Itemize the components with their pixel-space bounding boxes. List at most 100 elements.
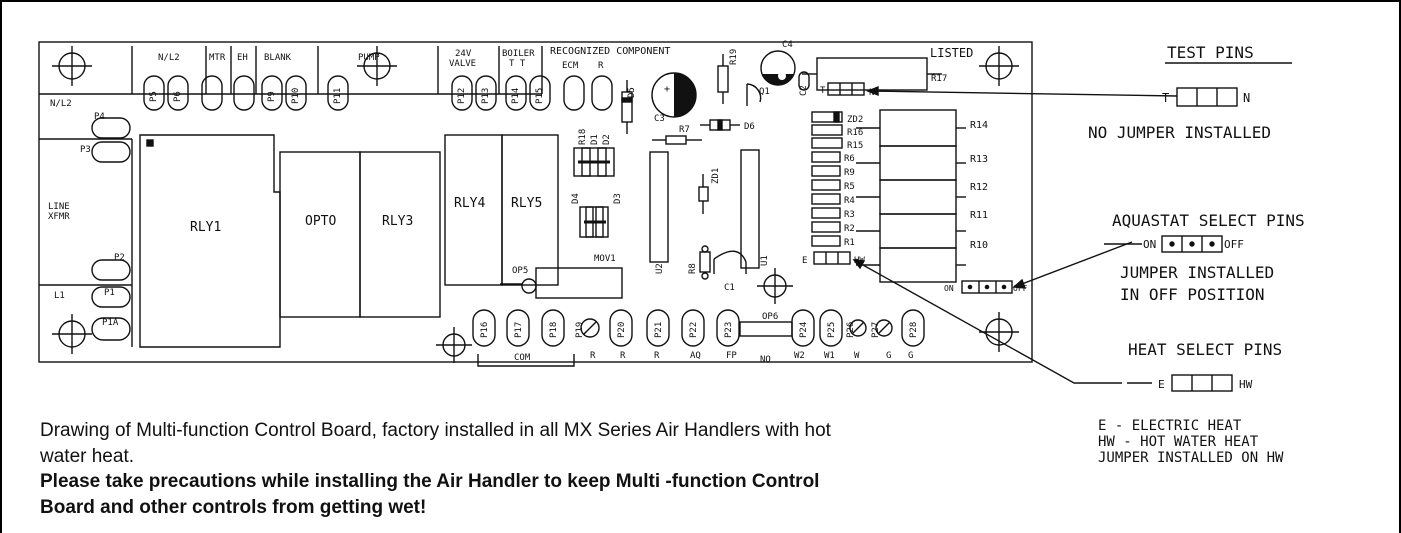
com-bracket (477, 354, 575, 367)
pin-p20: P20 (617, 322, 627, 338)
legend-aq-on: ON (1143, 238, 1156, 251)
relay-rly1 (139, 134, 281, 348)
label-xfmr: XFMR (48, 212, 70, 222)
ic-u2 (649, 151, 669, 263)
heat-select-title: HEAT SELECT PINS (1128, 340, 1282, 359)
pin-p10: P10 (291, 88, 301, 104)
label-r6: R6 (844, 154, 855, 164)
mounting-hole-icon (979, 312, 1019, 352)
note-jumper-hw: JUMPER INSTALLED ON HW (1098, 450, 1284, 466)
label-rly1: RLY1 (190, 220, 221, 235)
label-rly5: RLY5 (511, 196, 542, 211)
label-c4: C4 (782, 40, 793, 50)
pin-p9: P9 (267, 91, 277, 102)
label-q1: Q1 (759, 87, 770, 97)
label-d4: D4 (571, 193, 581, 204)
legend-aquastat-pins (1161, 235, 1223, 253)
label-r16: R16 (847, 128, 863, 138)
capacitor-c3 (651, 72, 697, 118)
resistor-r8 (699, 251, 711, 273)
label-zd1: ZD1 (711, 168, 721, 184)
label-mov1: MOV1 (594, 254, 616, 264)
mounting-hole-icon (52, 46, 92, 86)
pin-p18: P18 (549, 322, 559, 338)
board-aquastat-pins (961, 280, 1013, 294)
relay-opto (279, 151, 361, 318)
label-r18: R18 (578, 129, 588, 145)
caption-warning: Please take precautions while installing… (40, 471, 820, 518)
label-p1: P1 (104, 288, 115, 298)
label-p1a: P1A (102, 318, 119, 328)
label-c1: C1 (724, 283, 735, 293)
diode-pair-d3-d4 (579, 206, 609, 238)
term-r1: R (590, 351, 596, 361)
hdr-valve-1: 24V (455, 49, 472, 59)
no-jumper-label: NO JUMPER INSTALLED (1088, 123, 1271, 142)
label-r1: R1 (844, 238, 855, 248)
jumper-off-line-1: JUMPER INSTALLED (1120, 263, 1274, 282)
board-heat-select-pins (813, 251, 851, 265)
label-d3: D3 (613, 193, 623, 204)
jumper-off-line-2: IN OFF POSITION (1120, 285, 1265, 304)
pin-p16: P16 (480, 322, 490, 338)
label-r19: R19 (729, 49, 739, 65)
hdr-mtr: MTR (209, 53, 226, 63)
hdr-r: R (598, 61, 604, 71)
capacitor-c2 (798, 71, 810, 91)
board-pin-on: ON (944, 284, 954, 293)
recognized-component-label: RECOGNIZED COMPONENT (550, 46, 670, 57)
note-electric-heat: E - ELECTRIC HEAT (1098, 418, 1242, 434)
mounting-hole-icon (757, 268, 793, 304)
top-connector-pins (143, 75, 613, 111)
zener-zd1 (698, 186, 709, 202)
hdr-tt: T T (509, 59, 526, 69)
label-r8: R8 (688, 263, 698, 274)
aquastat-title: AQUASTAT SELECT PINS (1112, 211, 1305, 230)
pin-p11: P11 (333, 88, 343, 104)
label-p2: P2 (114, 253, 125, 263)
pin-p19: P19 (575, 322, 585, 338)
pin-p6: P6 (173, 91, 183, 102)
hdr-ecm: ECM (562, 61, 579, 71)
capacitor-c4 (760, 50, 796, 86)
label-op5: OP5 (512, 266, 528, 276)
mounting-hole-icon (52, 314, 92, 354)
caption-description: Drawing of Multi-function Control Board,… (40, 420, 831, 467)
op5 (521, 278, 537, 294)
label-d2: D2 (602, 134, 612, 145)
board-pin-e: E (802, 256, 807, 266)
board-test-pins (827, 82, 865, 96)
board-pin-off: OFF (1013, 284, 1028, 293)
pin-p12: P12 (457, 88, 467, 104)
pin-p27: P27 (871, 322, 881, 338)
hdr-eh: EH (237, 53, 248, 63)
legend-heat-hw: HW (1239, 378, 1253, 391)
label-op6: OP6 (762, 312, 778, 322)
label-r9: R9 (844, 168, 855, 178)
label-r17: R17 (931, 74, 947, 84)
label-l1: L1 (54, 291, 65, 301)
left-connector-pins (91, 117, 131, 341)
legend-heat-pins (1171, 374, 1233, 392)
term-fp: FP (726, 351, 737, 361)
diode-pair-d1-d2 (573, 147, 615, 177)
label-r7: R7 (679, 125, 690, 135)
term-w1: W1 (824, 351, 835, 361)
label-r5: R5 (844, 182, 855, 192)
label-r4: R4 (844, 196, 855, 206)
label-line: LINE (48, 202, 70, 212)
label-rly4: RLY4 (454, 196, 485, 211)
pin-p25: P25 (827, 322, 837, 338)
label-r3: R3 (844, 210, 855, 220)
pin-p17: P17 (514, 322, 524, 338)
label-d6: D6 (744, 122, 755, 132)
label-d1: D1 (590, 134, 600, 145)
transistor-q1 (746, 83, 762, 103)
bottom-terminal-pins (472, 309, 925, 347)
pin-p13: P13 (481, 88, 491, 104)
label-r12: R12 (970, 182, 988, 193)
pin-p5: P5 (149, 91, 159, 102)
hdr-valve-2: VALVE (449, 59, 476, 69)
big-resistors (856, 109, 966, 283)
pin-p21: P21 (654, 322, 664, 338)
